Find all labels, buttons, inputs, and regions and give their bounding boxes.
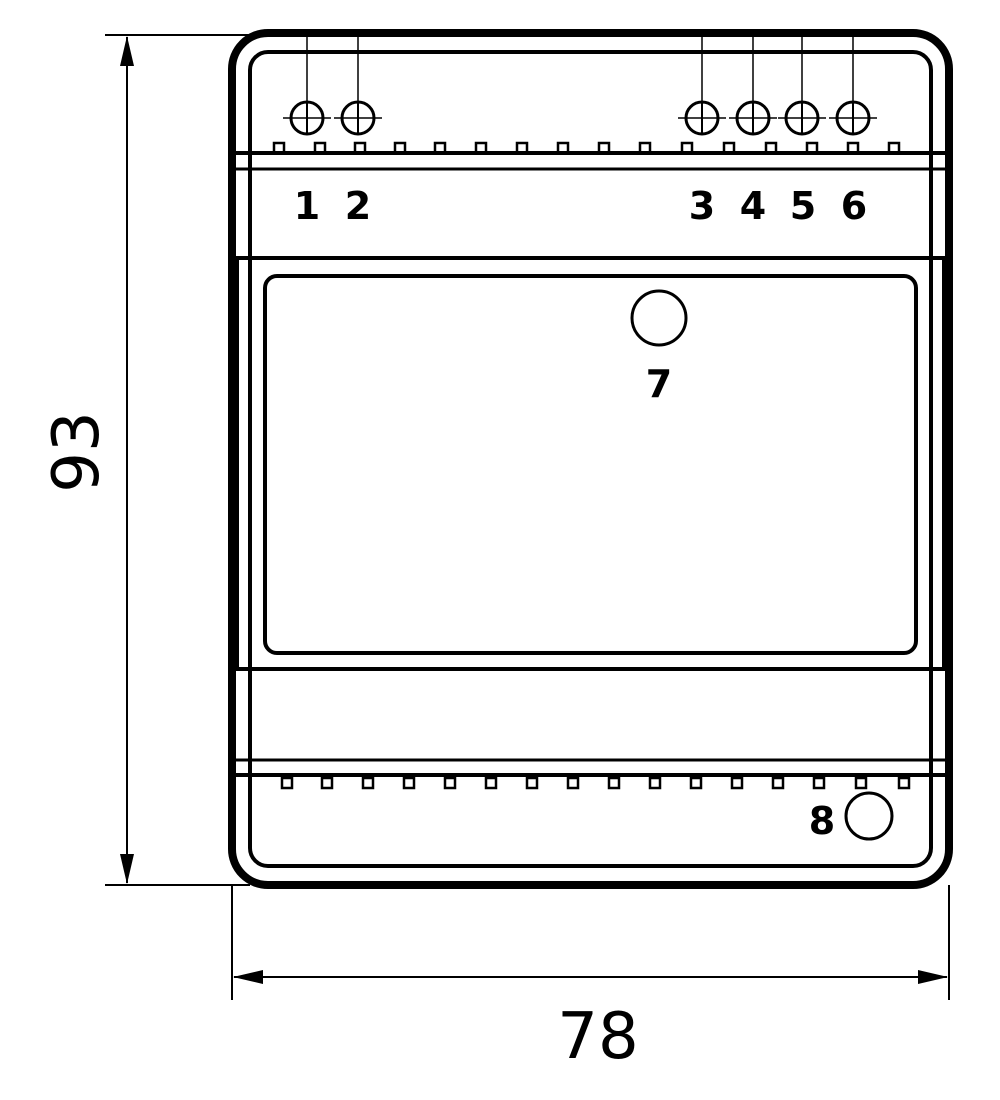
terminal-slot [402,776,416,790]
indicator-label-7: 7 [646,362,672,406]
terminal-slot [433,141,447,155]
indicator-label-8: 8 [809,799,835,843]
terminal-slot [680,141,694,155]
indicator-led-7 [630,289,688,347]
terminal-slot [566,776,580,790]
terminal-slot [764,141,778,155]
terminal-slot [484,776,498,790]
terminal-label-2: 2 [345,184,371,228]
terminal-slot [280,776,294,790]
housing-outer [228,29,953,889]
terminal-slot [897,776,911,790]
terminal-slot [730,776,744,790]
terminal-label-3: 3 [689,184,715,228]
terminal-slot [638,141,652,155]
terminal-slot [812,776,826,790]
terminal-slot [846,141,860,155]
terminal-slot [361,776,375,790]
terminal-slot [353,141,367,155]
terminal-slot [393,141,407,155]
terminal-slot [272,141,286,155]
height-dimension-label: 93 [40,411,114,492]
terminal-slot [854,776,868,790]
terminal-slot [556,141,570,155]
terminal-label-5: 5 [790,184,816,228]
front-panel-window [263,274,918,655]
bottom-terminal-slots [280,776,911,790]
terminal-slot [320,776,334,790]
terminal-slot [607,776,621,790]
terminal-slot [474,141,488,155]
indicator-led-8 [844,791,894,841]
terminal-slot [771,776,785,790]
terminal-slot [515,141,529,155]
terminal-slot [525,776,539,790]
terminal-slot [887,141,901,155]
terminal-screws [283,35,877,136]
terminal-label-1: 1 [294,184,320,228]
top-terminal-slots [272,141,901,155]
terminal-slot [805,141,819,155]
terminal-slot [722,141,736,155]
terminal-slot [443,776,457,790]
terminal-label-6: 6 [841,184,867,228]
terminal-slot [597,141,611,155]
terminal-label-4: 4 [740,184,766,228]
terminal-slot [313,141,327,155]
width-dimension-label: 78 [557,1000,638,1074]
terminal-slot [648,776,662,790]
terminal-slot [689,776,703,790]
housing-inner [248,50,933,868]
